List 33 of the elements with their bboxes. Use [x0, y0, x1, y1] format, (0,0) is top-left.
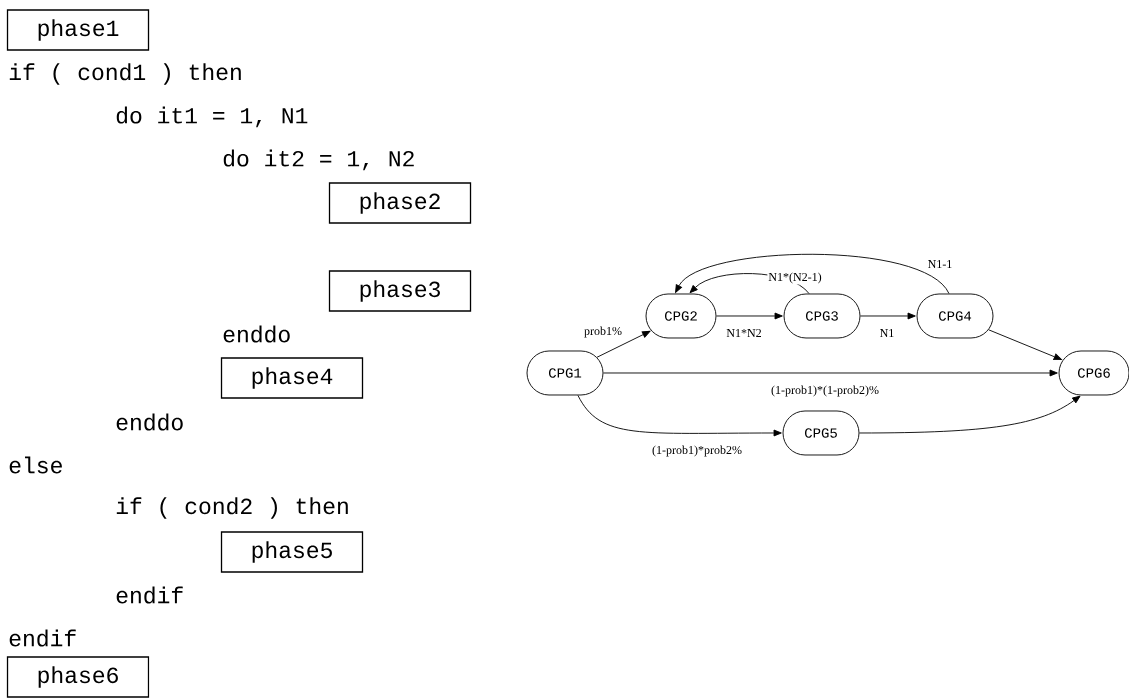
arrow — [596, 330, 651, 358]
code-line: enddo — [223, 325, 290, 343]
phase-box: phase4 — [220, 357, 364, 399]
code-line: else — [9, 456, 62, 474]
process-node: CPG3 — [783, 293, 861, 339]
edge-label: N1 — [880, 329, 894, 337]
arrow — [603, 369, 1058, 377]
edge-label: N1-1 — [928, 260, 952, 268]
arrow — [716, 312, 783, 320]
edge-label: prob1% — [584, 326, 622, 338]
code-line: endif — [116, 586, 183, 604]
arrow — [988, 329, 1062, 361]
arrow — [577, 395, 782, 437]
arrow — [859, 395, 1081, 434]
code-line: enddo — [116, 413, 183, 431]
code-line: do it1 = 1, N1 — [116, 106, 308, 128]
process-node: CPG6 — [1058, 350, 1129, 396]
process-node: CPG5 — [782, 410, 860, 456]
phase-box: phase3 — [328, 270, 472, 312]
process-node: CPG1 — [526, 350, 604, 396]
process-node: CPG2 — [645, 293, 717, 339]
phase-box: phase5 — [220, 531, 364, 573]
phase-box: phase1 — [6, 9, 150, 51]
edge-label: N1*N2 — [726, 329, 761, 337]
arrow — [675, 253, 950, 294]
edge-label: (1-prob1)*prob2% — [652, 445, 742, 457]
edge-label: N1*(N2-1) — [768, 272, 822, 284]
phase-box: phase6 — [6, 656, 150, 698]
process-node: CPG4 — [916, 293, 994, 339]
edge-label: (1-prob1)*(1-prob2)% — [771, 385, 879, 397]
phase-box: phase2 — [328, 182, 472, 224]
code-line: do it2 = 1, N2 — [223, 149, 414, 171]
arrow — [860, 312, 916, 320]
